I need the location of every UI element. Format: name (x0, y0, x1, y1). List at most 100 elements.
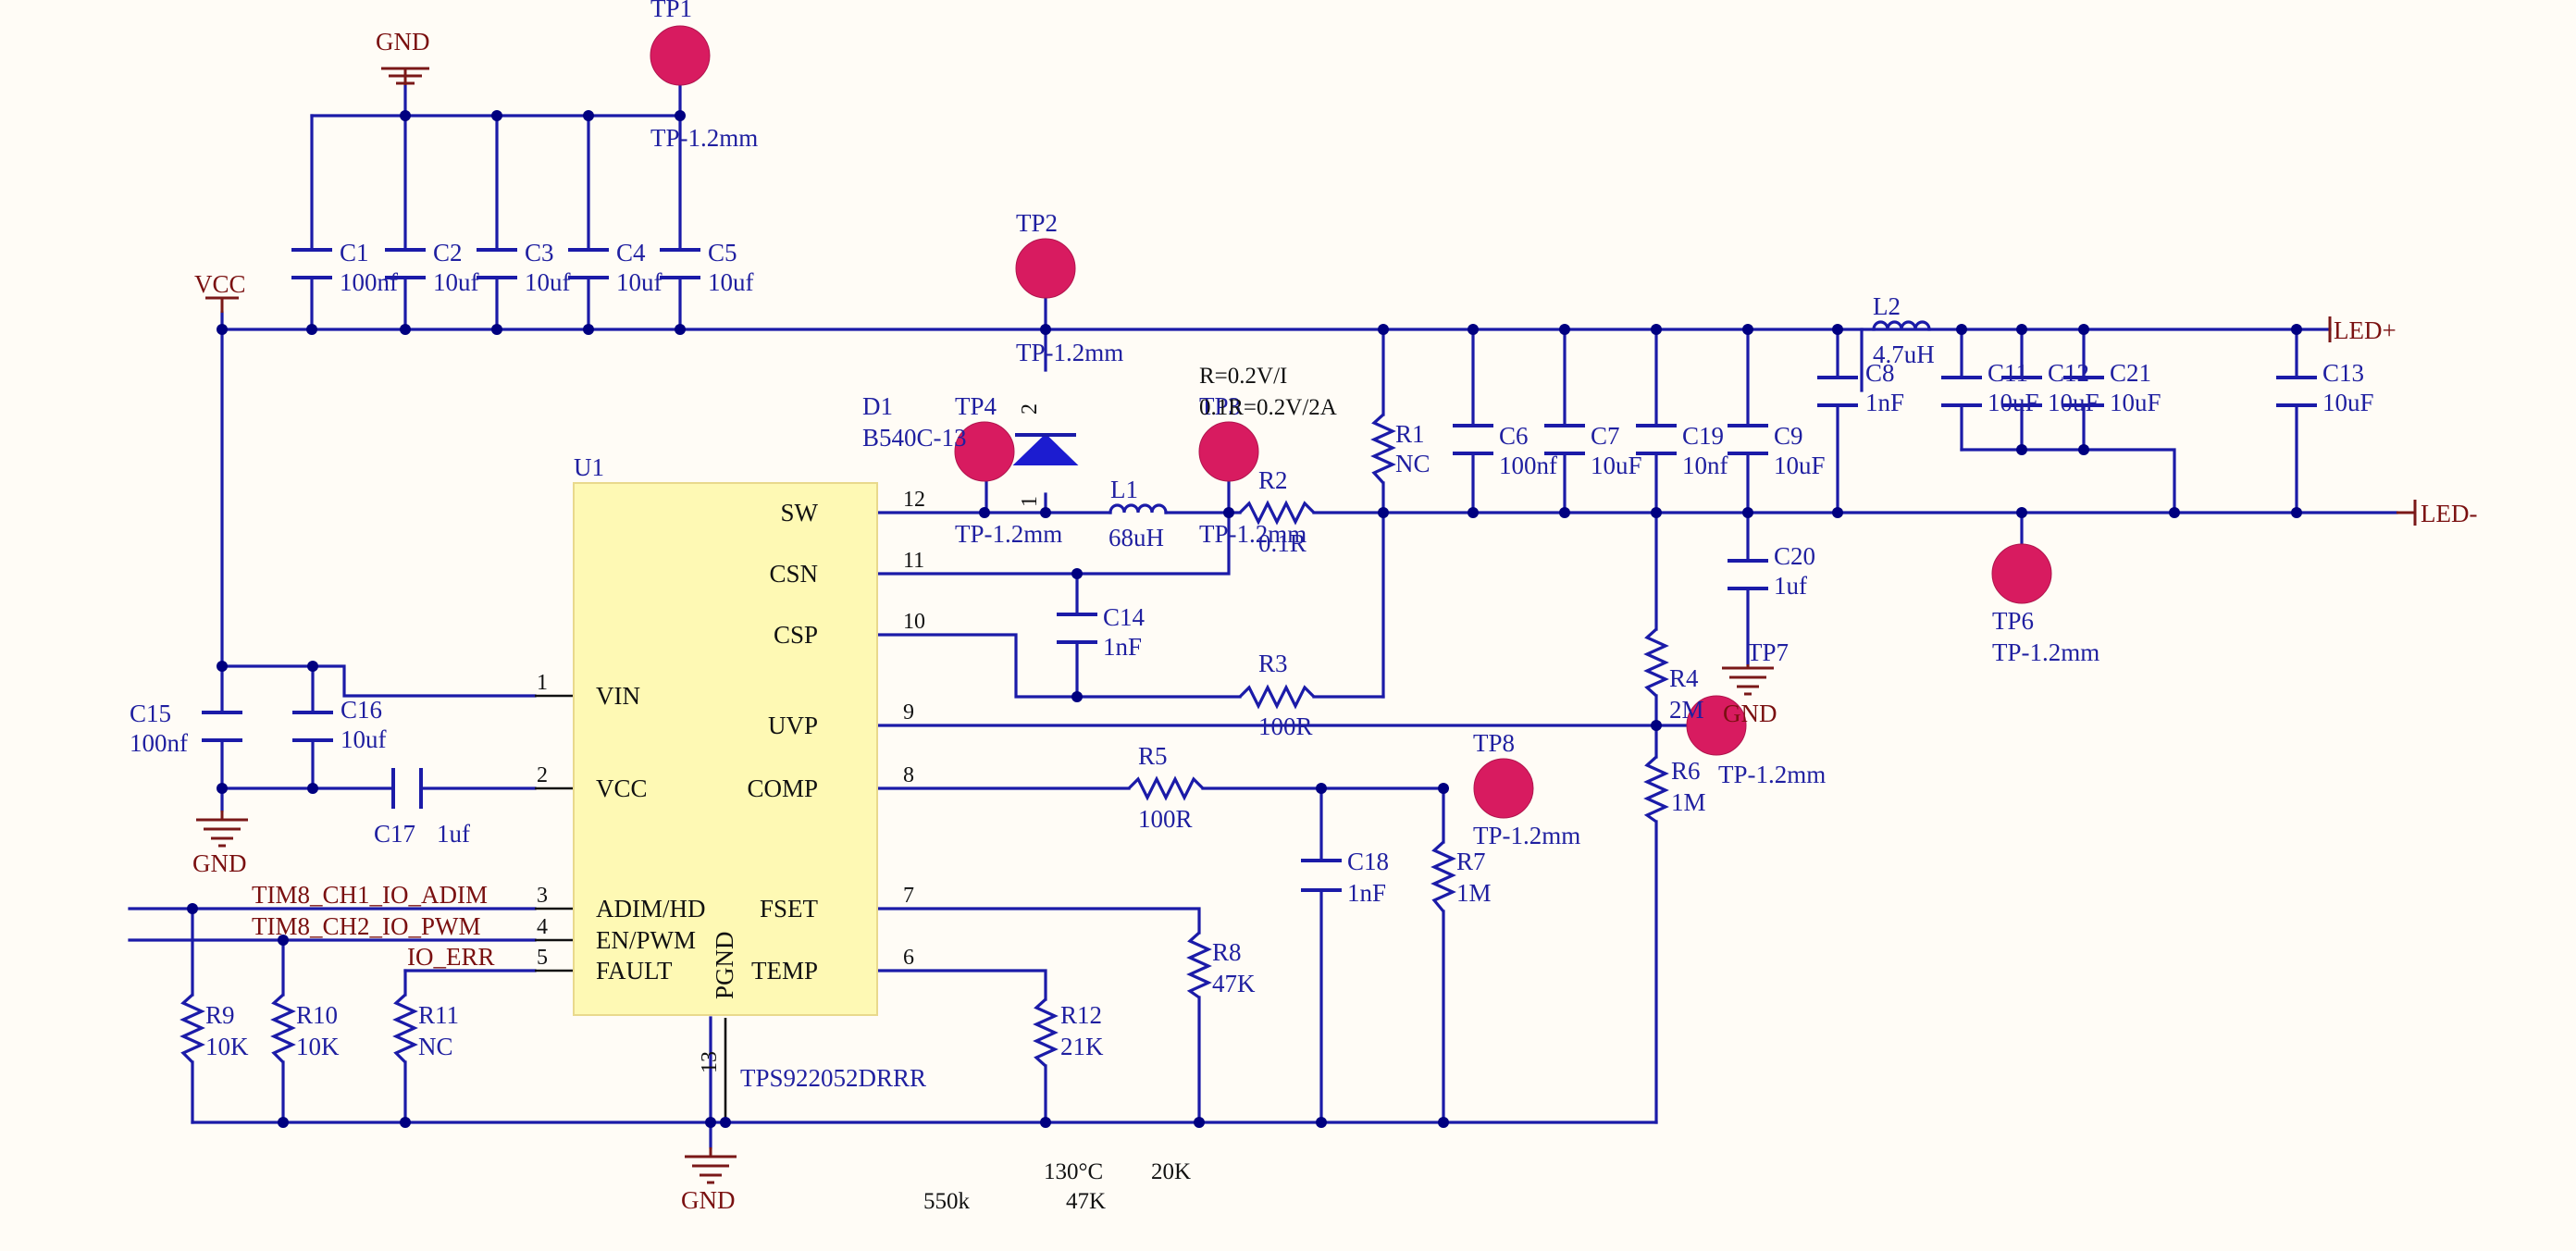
capacitor-c21[interactable] (2063, 376, 2104, 407)
r2-ref: R2 (1258, 466, 1288, 494)
c9-value: 10uF (1774, 452, 1826, 479)
r9-ref: R9 (205, 1001, 235, 1029)
l1-ref: L1 (1110, 476, 1138, 503)
resistor-r11[interactable] (392, 993, 418, 1064)
capacitor-c3[interactable] (477, 248, 517, 279)
pin-num-12: 12 (903, 488, 925, 512)
net-err: IO_ERR (407, 943, 495, 971)
c8-ref: C8 (1865, 359, 1895, 387)
c14-value: 1nF (1103, 633, 1142, 661)
pin-name-csn: CSN (769, 560, 818, 588)
c1-value: 100nf (340, 268, 398, 296)
capacitor-c19[interactable] (1636, 424, 1677, 455)
pin-name-sw: SW (781, 499, 819, 526)
capacitor-c14[interactable] (1057, 613, 1097, 644)
ic-u1[interactable] (573, 482, 878, 1016)
pin-name-temp: TEMP (751, 957, 818, 985)
resistor-r1[interactable] (1370, 413, 1396, 485)
resistor-r8[interactable] (1186, 931, 1212, 999)
note-current-1: R=0.2V/I (1199, 364, 1287, 389)
tp4-ref: TP4 (955, 392, 997, 420)
c21-ref: C21 (2110, 359, 2151, 387)
resistor-r3[interactable] (1238, 684, 1316, 710)
pin-num-8: 8 (903, 763, 914, 787)
tp3-ref: TP3 (1199, 392, 1241, 420)
r11-ref: R11 (418, 1001, 459, 1029)
pin-name-adim: ADIM/HD (596, 895, 706, 923)
vcc-symbol (205, 296, 239, 313)
resistor-r4[interactable] (1643, 627, 1669, 698)
tp6-pad[interactable] (1991, 543, 2052, 604)
r8-value: 47K (1212, 970, 1256, 997)
d1-pin1: 1 (1018, 496, 1042, 507)
tp8-pad[interactable] (1473, 758, 1534, 819)
resistor-r7[interactable] (1430, 840, 1456, 913)
capacitor-c4[interactable] (568, 248, 609, 279)
c4-value: 10uf (616, 268, 663, 296)
resistor-r2[interactable] (1238, 500, 1316, 526)
pin-name-csp: CSP (774, 621, 818, 649)
r8-ref: R8 (1212, 938, 1242, 966)
capacitor-c6[interactable] (1453, 424, 1493, 455)
vcc-label: VCC (194, 270, 246, 298)
c20-ref: C20 (1774, 542, 1815, 570)
capacitor-c18[interactable] (1301, 859, 1342, 892)
capacitor-c12[interactable] (2001, 376, 2042, 407)
c20-value: 1uf (1774, 572, 1807, 600)
resistor-r5[interactable] (1127, 775, 1205, 801)
pin-name-en: EN/PWM (596, 926, 696, 954)
l1-value: 68uH (1108, 524, 1164, 551)
c7-ref: C7 (1591, 422, 1620, 450)
diode-d1[interactable] (1012, 433, 1079, 465)
tp3-pad[interactable] (1198, 421, 1259, 482)
capacitor-c8[interactable] (1817, 376, 1858, 407)
inductor-l1[interactable] (1108, 503, 1168, 514)
pin-num-1: 1 (537, 671, 548, 695)
c18-ref: C18 (1347, 848, 1389, 875)
r3-ref: R3 (1258, 650, 1288, 677)
c9-ref: C9 (1774, 422, 1803, 450)
capacitor-c16[interactable] (292, 711, 333, 742)
note-47k: 47K (1066, 1189, 1106, 1214)
capacitor-c2[interactable] (385, 248, 426, 279)
c1-ref: C1 (340, 239, 369, 266)
gnd-label-left: GND (192, 849, 247, 877)
tp4-pad[interactable] (954, 421, 1015, 482)
r4-ref: R4 (1669, 664, 1699, 692)
ic-ref: U1 (574, 453, 604, 481)
capacitor-c15[interactable] (202, 711, 242, 742)
pin-num-9: 9 (903, 700, 914, 725)
c18-value: 1nF (1347, 879, 1386, 907)
tp7-pad[interactable] (1686, 695, 1747, 756)
junctions (187, 110, 2302, 1128)
capacitor-c5[interactable] (660, 248, 700, 279)
capacitor-c13[interactable] (2276, 376, 2317, 407)
r7-ref: R7 (1456, 848, 1486, 875)
resistor-r12[interactable] (1033, 997, 1059, 1068)
tp1-value: TP-1.2mm (650, 124, 758, 152)
r2-value: 0.1R (1258, 529, 1307, 557)
pin-name-fset: FSET (760, 895, 819, 923)
resistor-r9[interactable] (180, 993, 205, 1064)
r5-value: 100R (1138, 805, 1193, 833)
ic-part: TPS922052DRRR (740, 1064, 926, 1092)
resistor-r6[interactable] (1643, 755, 1669, 824)
c13-ref: C13 (2322, 359, 2364, 387)
capacitor-c11[interactable] (1941, 376, 1982, 407)
note-550k: 550k (923, 1189, 971, 1214)
inductor-l2[interactable] (1872, 320, 1931, 331)
capacitor-c9[interactable] (1728, 424, 1768, 455)
tp2-pad[interactable] (1015, 238, 1076, 299)
gnd-label-bottom: GND (681, 1186, 736, 1214)
tp7-ref: TP7 (1747, 638, 1789, 666)
capacitor-c1[interactable] (291, 248, 332, 279)
capacitor-c20[interactable] (1728, 559, 1768, 590)
d1-value: B540C-13 (862, 424, 967, 452)
resistor-r10[interactable] (270, 993, 296, 1064)
capacitor-c7[interactable] (1544, 424, 1585, 455)
r12-ref: R12 (1060, 1001, 1102, 1029)
r6-ref: R6 (1671, 757, 1701, 785)
capacitor-c17[interactable] (391, 768, 423, 809)
tp1-pad[interactable] (650, 25, 711, 86)
